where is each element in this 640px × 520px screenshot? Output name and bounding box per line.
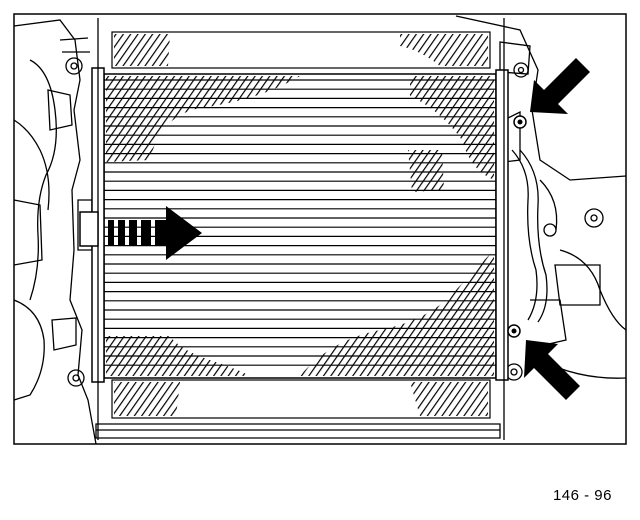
top-band-hatch-left: [114, 34, 170, 66]
bottom-band-hatch-right: [410, 382, 488, 416]
condenser-tubes: [104, 79, 496, 366]
right-body-structure: [455, 15, 627, 381]
airflow-arrow: [108, 206, 202, 260]
bottom-rail: [95, 423, 501, 439]
lower-bolt-arrow: [524, 340, 580, 400]
top-fin-band: [111, 31, 491, 69]
lower-mounting-bolt: [507, 324, 521, 338]
bottom-band-hatch-left: [114, 382, 180, 416]
upper-bolt-arrow: [530, 58, 590, 114]
fin-hatch-bottom-right: [300, 250, 494, 376]
figure-number: 146 - 96: [552, 487, 612, 504]
fin-hatch-mid-right: [408, 150, 444, 192]
left-body-structure: [13, 19, 97, 445]
drawing-frame: [13, 13, 627, 445]
fin-hatch-top-left: [106, 76, 300, 162]
top-band-hatch-right: [400, 34, 488, 66]
upper-mounting-bolt: [513, 115, 527, 129]
bottom-fin-band: [111, 379, 491, 419]
right-header-tank: [495, 69, 509, 381]
left-bracket: [79, 211, 99, 247]
